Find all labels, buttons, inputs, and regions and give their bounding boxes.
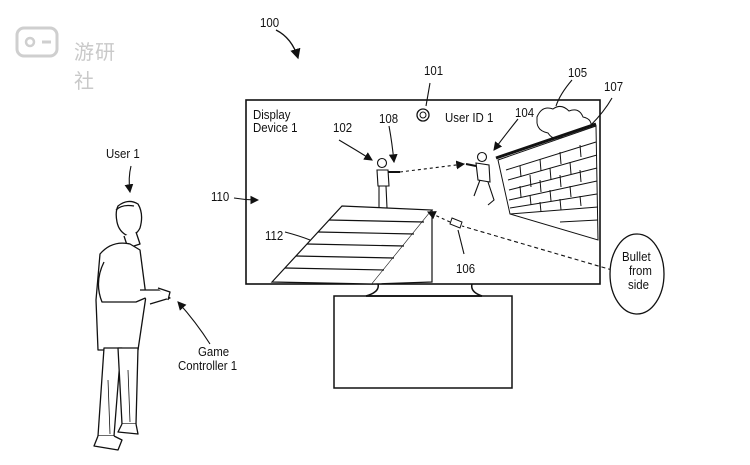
enemy-avatar xyxy=(465,151,495,206)
leader-112 xyxy=(284,231,311,241)
leader-107 xyxy=(589,97,613,127)
player-avatar xyxy=(376,157,400,209)
leader-user xyxy=(124,165,134,194)
ref-label-102: 102 xyxy=(333,120,353,135)
leader-108 xyxy=(388,125,398,164)
user-label: User 1 xyxy=(106,146,140,161)
display-label-line1: Display xyxy=(253,107,291,122)
leader-106 xyxy=(457,229,465,255)
bullet-note-line2: from xyxy=(629,263,652,278)
ref-label-112: 112 xyxy=(265,228,284,243)
ref-label-107: 107 xyxy=(604,79,624,94)
bullet-from-side-callout xyxy=(609,233,665,315)
leader-102 xyxy=(338,139,373,161)
display-label-line2: Device 1 xyxy=(253,120,298,135)
ref-label-101: 101 xyxy=(424,63,444,78)
shot-path-108 xyxy=(399,160,466,173)
monitor-stand xyxy=(333,283,513,389)
bullet-note-line1: Bullet xyxy=(622,249,651,264)
bullet-note-line3: side xyxy=(628,277,649,292)
ref-label-100: 100 xyxy=(260,15,280,30)
ref-label-110: 110 xyxy=(211,189,230,204)
bullet-106 xyxy=(449,217,463,229)
ref-label-108: 108 xyxy=(379,111,399,126)
leader-101 xyxy=(425,82,431,107)
user-id-label: User ID 1 xyxy=(445,110,494,125)
system-leader-arrow xyxy=(275,29,301,60)
controller-label-line2: Controller 1 xyxy=(178,358,238,373)
watermark-logo: 游研社 xyxy=(14,14,132,93)
ref-label-104: 104 xyxy=(515,105,535,120)
brick-wall xyxy=(495,122,599,241)
gamepad-icon xyxy=(15,26,59,58)
leader-105 xyxy=(555,79,573,107)
user-figure xyxy=(93,200,171,451)
leader-104 xyxy=(493,118,519,151)
ref-label-105: 105 xyxy=(568,65,588,80)
bullet-trajectory xyxy=(461,225,613,271)
ref-label-106: 106 xyxy=(456,261,476,276)
indicator-ring-inner xyxy=(419,111,427,119)
bullet-direction-arrow xyxy=(426,211,451,223)
controller-label-line1: Game xyxy=(198,344,230,359)
ramp-staircase xyxy=(270,205,434,285)
leader-controller xyxy=(177,301,211,345)
watermark-text: 游研社 xyxy=(74,40,116,93)
leader-110 xyxy=(233,195,260,205)
